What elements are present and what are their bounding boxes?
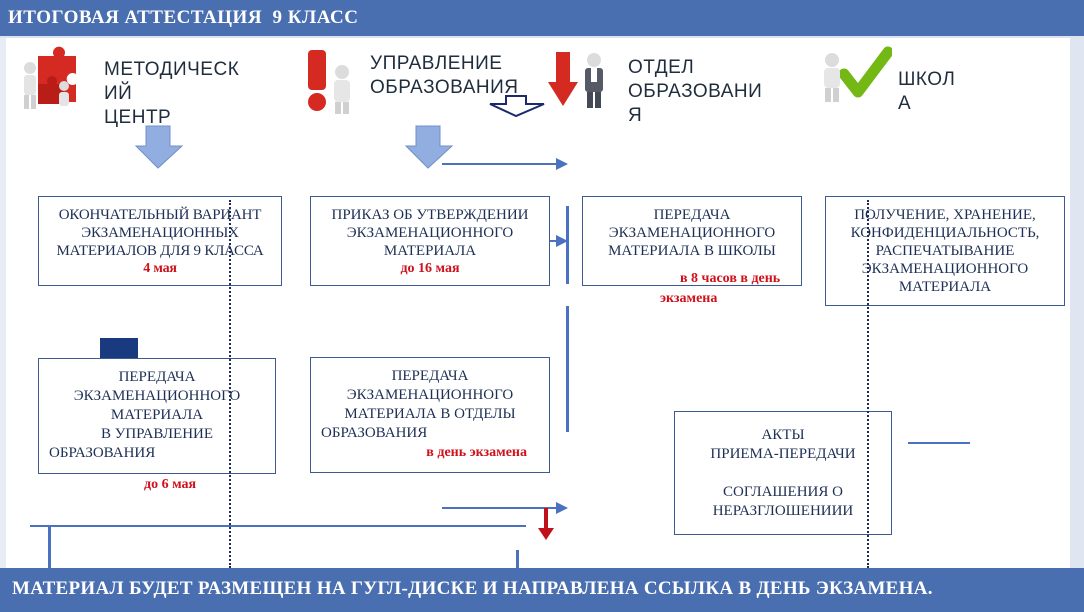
deadline-date: до 16 мая [400,261,460,276]
box-acts: АКТЫ ПРИЕМА-ПЕРЕДАЧИ СОГЛАШЕНИЯ О НЕРАЗГ… [674,411,892,535]
exclamation-person-icon [308,50,350,114]
arrowhead [556,502,568,514]
column-header-education-department: УПРАВЛЕНИЕ ОБРАЗОВАНИЯ [370,52,518,100]
puzzle-people-icon [24,46,76,109]
header-line: ИЙ [104,83,133,104]
connector-line [908,442,970,444]
vertical-connector [566,306,569,432]
footer-note: МАТЕРИАЛ БУДЕТ РАЗМЕЩЕН НА ГУГЛ-ДИСКЕ И … [12,578,933,599]
header-line: УПРАВЛЕНИЕ [370,53,503,74]
deadline-time: в 8 часов в день [680,271,781,286]
box-transfer-uo: ПЕРЕДАЧА ЭКЗАМЕНАЦИОННОГО МАТЕРИАЛА В УП… [38,358,276,474]
left-edge-strip [0,38,6,568]
box-order: ПРИКАЗ ОБ УТВЕРЖДЕНИИ ЭКЗАМЕНАЦИОННОГО М… [310,196,550,286]
header-line: ЦЕНТР [104,107,172,128]
header-line: А [898,93,912,114]
box-line: ЭКЗАМЕНАЦИОННЫХ [81,225,239,241]
box-line: ПЕРЕДАЧА [653,207,731,223]
down-outline-arrow [489,95,545,118]
box-line: ПЕРЕДАЧА [118,369,196,385]
box-line: ПОЛУЧЕНИЕ, ХРАНЕНИЕ, [854,207,1036,223]
footer-bar: МАТЕРИАЛ БУДЕТ РАЗМЕЩЕН НА ГУГЛ-ДИСКЕ И … [0,568,1084,612]
deadline-date: в день экзамена [426,445,527,460]
box-transfer-departments: ПЕРЕДАЧА ЭКЗАМЕНАЦИОННОГО МАТЕРИАЛА В ОТ… [310,357,550,473]
connector-line [442,163,560,165]
red-down-arrow [538,508,554,540]
box-line: ЭКЗАМЕНАЦИОННОГО [73,388,241,404]
box-line: ЭКЗАМЕНАЦИОННОГО [861,261,1029,277]
header-line: Я [628,105,643,126]
box-line: МАТЕРИАЛОВ ДЛЯ 9 КЛАССА [56,243,264,259]
deadline-time-cont: экзамена [660,291,718,306]
box-line: РАСПЕЧАТЫВАНИЕ [875,243,1015,259]
box-line: ОКОНЧАТЕЛЬНЫЙ ВАРИАНТ [58,207,262,223]
box-receipt-storage: ПОЛУЧЕНИЕ, ХРАНЕНИЕ, КОНФИДЕНЦИАЛЬНОСТЬ,… [825,196,1065,306]
box-line: МАТЕРИАЛА В ШКОЛЫ [608,243,776,259]
deadline-date: до 6 мая [144,477,197,492]
arrowhead [556,235,568,247]
connector-line [442,507,560,509]
vertical-connector [566,206,569,284]
box-spacer [675,464,891,483]
header-line: ОБРАЗОВАНИ [628,81,763,102]
column-header-school: ШКОЛ А [898,68,955,116]
header-line: ОБРАЗОВАНИЯ [370,77,519,98]
box-transfer-schools: ПЕРЕДАЧА ЭКЗАМЕНАЦИОННОГО МАТЕРИАЛА В ШК… [582,196,802,286]
dotted-line [229,200,231,568]
box-line: СОГЛАШЕНИЯ О [723,484,843,500]
box-line: ЭКЗАМЕНАЦИОННОГО [346,225,514,241]
down-block-arrow-1 [134,125,184,169]
deadline-date: 4 мая [143,261,177,276]
column-header-methodical-center: МЕТОДИЧЕСК ИЙ ЦЕНТР [104,58,239,130]
box-line: ОБРАЗОВАНИЯ [321,425,428,441]
box-line: ПРИКАЗ ОБ УТВЕРЖДЕНИИ [331,207,529,223]
header-line: МЕТОДИЧЕСК [104,59,240,80]
arrowhead [556,158,568,170]
box-line: ЭКЗАМЕНАЦИОННОГО [608,225,776,241]
box-line: ПЕРЕДАЧА [391,368,469,384]
box-line: ПРИЕМА-ПЕРЕДАЧИ [710,446,856,462]
box-line: МАТЕРИАЛА [110,407,204,423]
header-line: ШКОЛ [898,69,956,90]
down-block-arrow-2 [404,125,454,169]
title-bar: ИТОГОВАЯ АТТЕСТАЦИЯ 9 КЛАСС [0,0,1084,36]
dotted-line [867,200,869,568]
title-underline [0,36,1084,38]
slide-title: ИТОГОВАЯ АТТЕСТАЦИЯ 9 КЛАСС [8,7,359,28]
box-line: МАТЕРИАЛА В ОТДЕЛЫ [344,406,516,422]
box-line: АКТЫ [761,427,805,443]
box-line: КОНФИДЕНЦИАЛЬНОСТЬ, [850,225,1040,241]
column-header-education-office: ОТДЕЛ ОБРАЗОВАНИ Я [628,56,762,128]
connector-line [30,525,526,527]
box-final-variant: ОКОНЧАТЕЛЬНЫЙ ВАРИАНТ ЭКЗАМЕНАЦИОННЫХ МА… [38,196,282,286]
vertical-connector [48,527,51,568]
box-line: ЭКЗАМЕНАЦИОННОГО [346,387,514,403]
box-line: ОБРАЗОВАНИЯ [49,445,156,461]
box-line: МАТЕРИАЛА [383,243,477,259]
box-line: МАТЕРИАЛА [898,279,992,295]
right-edge-strip [1070,38,1084,568]
checkmark-person-icon [824,46,892,102]
vertical-connector [516,550,519,568]
header-line: ОТДЕЛ [628,57,695,78]
box-line: НЕРАЗГЛОШЕНИИИ [712,503,854,519]
box-line: В УПРАВЛЕНИЕ [100,426,214,442]
down-arrow-person-icon [548,52,603,108]
